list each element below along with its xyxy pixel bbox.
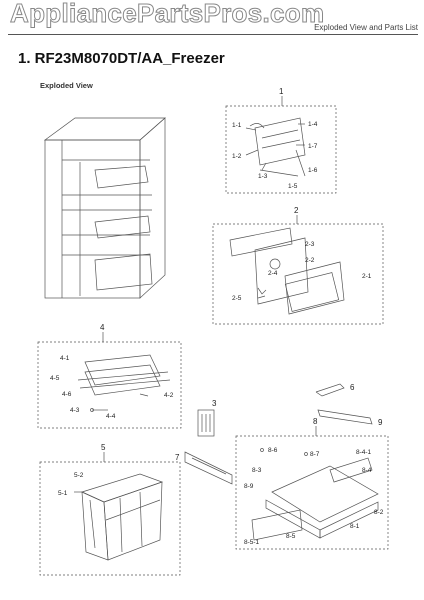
label-6: 6 bbox=[350, 383, 355, 392]
label-4-6: 4-6 bbox=[62, 391, 72, 398]
label-4-5: 4-5 bbox=[50, 375, 60, 382]
header-rule bbox=[8, 34, 418, 35]
label-4-4: 4-4 bbox=[106, 413, 116, 420]
label-1: 1 bbox=[279, 87, 284, 96]
cabinet-illustration bbox=[43, 117, 166, 299]
label-4-3: 4-3 bbox=[70, 407, 80, 414]
label-2-5: 2-5 bbox=[232, 295, 242, 302]
label-4: 4 bbox=[100, 323, 105, 332]
label-8-3: 8-3 bbox=[252, 467, 262, 474]
group-4 bbox=[37, 332, 182, 429]
group-2 bbox=[212, 215, 384, 325]
label-9: 9 bbox=[378, 418, 383, 427]
header-right-text: Exploded View and Parts List bbox=[314, 23, 418, 32]
page-title: 1. RF23M8070DT/AA_Freezer bbox=[18, 50, 225, 67]
label-2-2: 2-2 bbox=[305, 257, 315, 264]
label-7: 7 bbox=[175, 453, 180, 462]
label-1-3: 1-3 bbox=[258, 173, 268, 180]
part-3 bbox=[197, 409, 215, 437]
label-5-1: 5-1 bbox=[58, 490, 68, 497]
label-2: 2 bbox=[294, 206, 299, 215]
label-1-5: 1-5 bbox=[288, 183, 298, 190]
label-8-9: 8-9 bbox=[244, 483, 254, 490]
label-8-5-1: 8-5-1 bbox=[244, 539, 260, 546]
label-4-1: 4-1 bbox=[60, 355, 70, 362]
label-8-4-1: 8-4-1 bbox=[356, 449, 372, 456]
label-1-4: 1-4 bbox=[308, 121, 318, 128]
watermark: AppliancePartsPros.com bbox=[9, 0, 325, 29]
label-8-6: 8-6 bbox=[268, 447, 278, 454]
label-1-1: 1-1 bbox=[232, 122, 242, 129]
label-8: 8 bbox=[313, 417, 318, 426]
label-1-7: 1-7 bbox=[308, 143, 318, 150]
label-8-2: 8-2 bbox=[374, 509, 384, 516]
label-5: 5 bbox=[101, 443, 106, 452]
part-7 bbox=[184, 451, 233, 485]
label-8-4: 8-4 bbox=[362, 467, 372, 474]
label-2-1: 2-1 bbox=[362, 273, 372, 280]
group-5 bbox=[39, 452, 181, 576]
part-9 bbox=[317, 409, 373, 425]
label-3: 3 bbox=[212, 399, 217, 408]
part-6 bbox=[315, 383, 345, 397]
label-2-4: 2-4 bbox=[268, 270, 278, 277]
label-5-2: 5-2 bbox=[74, 472, 84, 479]
label-8-5: 8-5 bbox=[286, 533, 296, 540]
section-subtitle: Exploded View bbox=[40, 81, 93, 90]
label-2-3: 2-3 bbox=[305, 241, 315, 248]
group-8 bbox=[235, 426, 389, 550]
label-8-7: 8-7 bbox=[310, 451, 320, 458]
label-8-1: 8-1 bbox=[350, 523, 360, 530]
label-1-6: 1-6 bbox=[308, 167, 318, 174]
group-1 bbox=[225, 96, 337, 194]
label-1-2: 1-2 bbox=[232, 153, 242, 160]
label-4-2: 4-2 bbox=[164, 392, 174, 399]
